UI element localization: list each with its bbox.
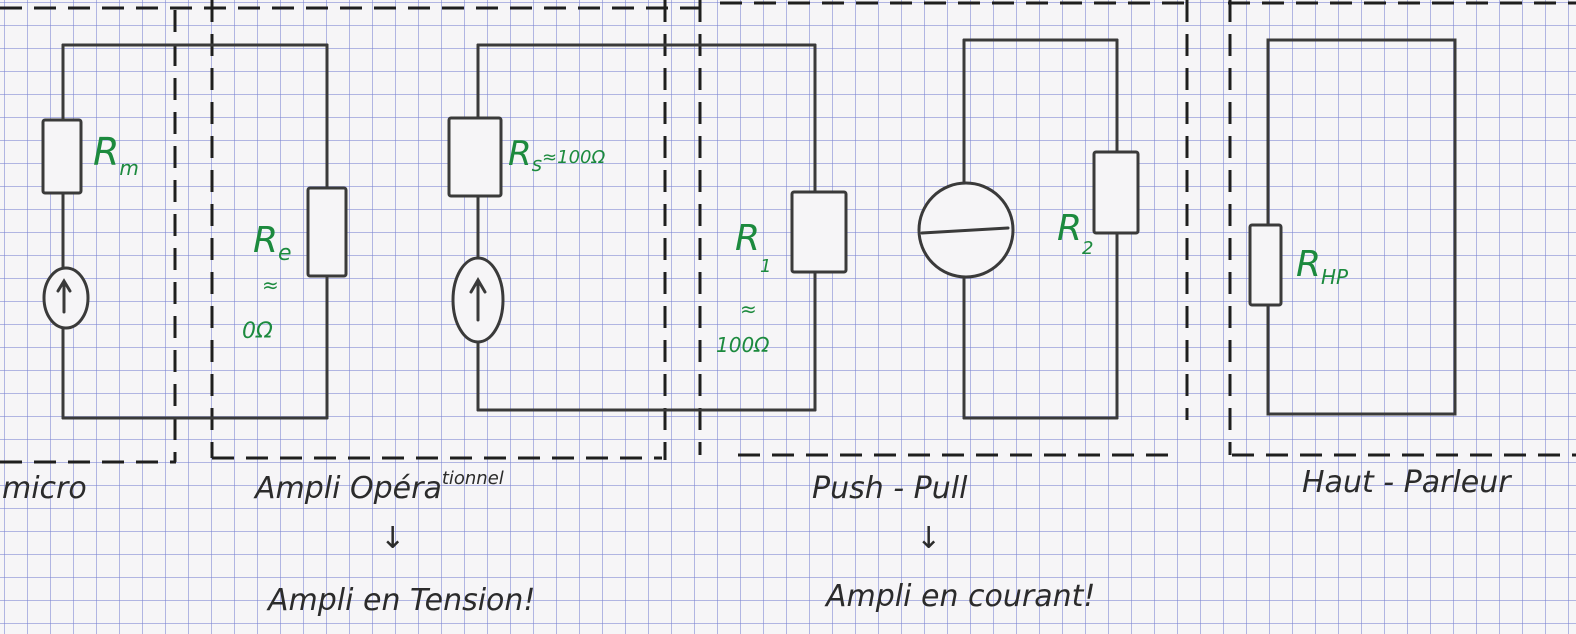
push-pull-title: Push - Pull [812, 471, 968, 506]
r1-value: 100Ω [716, 333, 770, 357]
ampli-tension-note: Ampli en Tension! [266, 583, 535, 618]
micro-current-source [42, 266, 90, 330]
ampli-courant-note: Ampli en courant! [824, 579, 1095, 614]
r2-label: R2 [1057, 208, 1093, 259]
rhp-label: RHP [1296, 244, 1349, 289]
re-value: 0Ω [242, 319, 273, 344]
haut-parleur-circuit [1248, 38, 1457, 416]
re-label: Re [253, 220, 292, 266]
rhp-resistor [1248, 223, 1283, 307]
re-approx: ≈ [262, 273, 279, 297]
rs-label: Rs≈100Ω [508, 134, 605, 176]
r2-resistor [1092, 150, 1140, 235]
rm-resistor [41, 118, 83, 195]
r1-resistor [790, 190, 848, 274]
block-boundaries [0, 0, 1576, 464]
rs-resistor [447, 116, 503, 198]
micro-title: micro [2, 471, 87, 506]
ampli-op-down-arrow: ↓ [380, 521, 405, 556]
micro-circuit [41, 43, 348, 420]
haut-parleur-title: Haut - Parleur [1302, 465, 1512, 500]
rm-label: Rm [93, 130, 139, 180]
push-pull-circuit [917, 38, 1140, 420]
ampli-op-circuit [447, 43, 848, 412]
push-pull-down-arrow: ↓ [916, 521, 941, 556]
ampli-op-title: Ampli Opérationnel [253, 468, 504, 506]
re-resistor [306, 186, 348, 278]
r1-label: R1 [735, 218, 771, 277]
r1-approx: ≈ [740, 297, 757, 321]
